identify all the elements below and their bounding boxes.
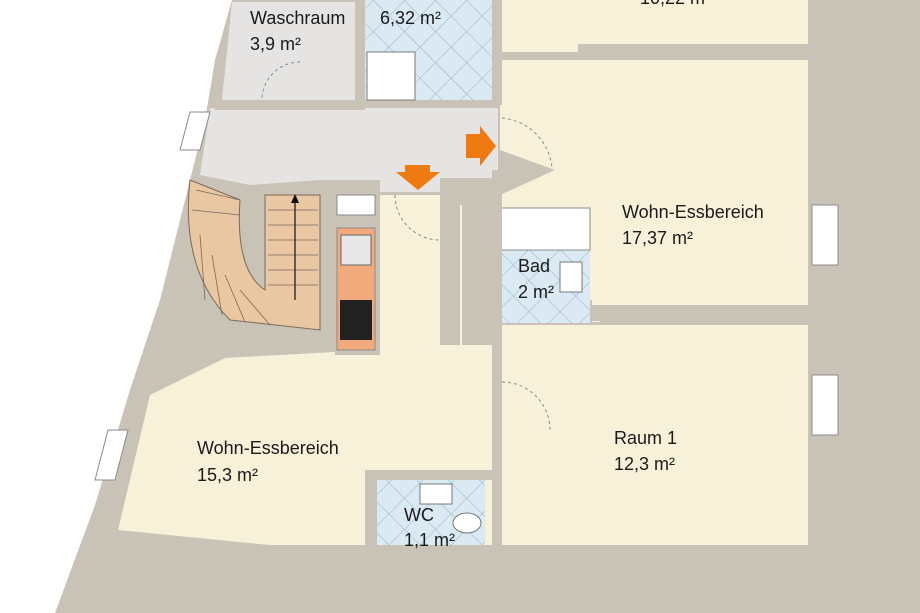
room-area-bad: 2 m² — [518, 282, 554, 302]
shower-icon — [366, 51, 416, 101]
room-area-wohn-left: 15,3 m² — [197, 465, 258, 485]
entry-arrow-icon — [396, 126, 496, 190]
room-area-wohn-right: 17,37 m² — [622, 228, 693, 248]
door-swing-icon — [261, 61, 553, 431]
room-name-wc: WC — [404, 505, 434, 525]
room-area-wc-top: 6,32 m² — [380, 8, 441, 28]
room-area-top-right: 10,22 m² — [640, 0, 711, 8]
room-name-waschraum: Waschraum — [250, 8, 345, 28]
windows — [94, 111, 839, 481]
room-name-bad: Bad — [518, 256, 550, 276]
toilet-icon — [452, 512, 482, 534]
room-name-wohn-left: Wohn-Essbereich — [197, 438, 339, 458]
room-area-raum1: 12,3 m² — [614, 454, 675, 474]
room-name-wohn-right: Wohn-Essbereich — [622, 202, 764, 222]
room-name-raum1: Raum 1 — [614, 428, 677, 448]
room-area-waschraum: 3,9 m² — [250, 34, 301, 54]
kitchen — [336, 194, 376, 351]
fixtures — [366, 51, 583, 534]
room-area-wc: 1,1 m² — [404, 530, 455, 550]
sink-icon — [559, 261, 583, 293]
sink-icon — [419, 483, 453, 505]
interior-walls — [118, 0, 810, 613]
room-labels: Waschraum 3,9 m² 6,32 m² 10,22 m² Wohn-E… — [197, 0, 764, 550]
staircase-icon — [187, 179, 321, 331]
stove-icon — [340, 300, 372, 340]
sink-icon — [340, 234, 372, 266]
